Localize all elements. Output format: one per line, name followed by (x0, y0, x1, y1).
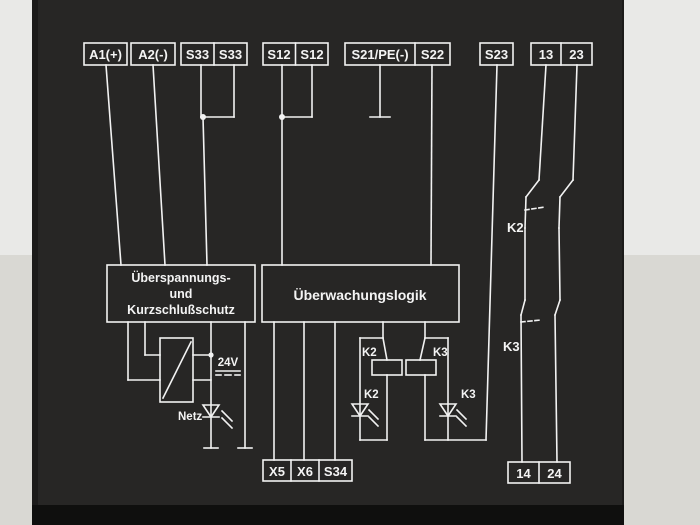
terminal-label-s12-b: S12 (300, 47, 323, 62)
terminal-label-s12-a: S12 (267, 47, 290, 62)
terminal-label-x6: X6 (297, 464, 313, 479)
top-terminal-strip: A1(+) A2(-) S33 S33 S12 S12 S21/PE(-) S2… (83, 42, 593, 66)
background-table-right (622, 255, 700, 525)
protection-line-3: Kurzschlußschutz (127, 303, 235, 317)
protection-line-2: und (170, 287, 193, 301)
terminal-box (262, 459, 353, 482)
contact-k3-label: K3 (503, 339, 520, 354)
power-supply-symbol (159, 337, 194, 403)
bottom-terminal-strip-left: X5 X6 S34 (262, 459, 353, 482)
protection-line-1: Überspannungs- (131, 270, 230, 285)
terminal-box (344, 42, 451, 66)
k2-led-symbol: K2 (350, 389, 380, 428)
front-panel (38, 0, 622, 508)
netz-led-symbol: Netz (178, 404, 234, 430)
terminal-label-s33-a: S33 (186, 47, 209, 62)
netz-label: Netz (178, 411, 203, 423)
junction-dot (279, 114, 285, 120)
relay-k2-label: K2 (362, 347, 377, 359)
terminal-label-s34: S34 (324, 464, 348, 479)
k3-led-symbol: K3 (438, 389, 476, 428)
logic-block-label: Überwachungslogik (293, 287, 426, 303)
power-supply-wiring: 24V (127, 321, 253, 449)
terminal-label-24: 24 (547, 466, 562, 481)
led-diode-icon (201, 404, 221, 419)
monitoring-logic-block: Überwachungslogik (261, 264, 460, 323)
terminal-label-a1: A1(+) (89, 47, 122, 62)
protection-block-frame (106, 264, 256, 323)
bottom-terminal-strip-right: 14 24 (507, 461, 571, 484)
led-k3-label: K3 (461, 389, 476, 401)
terminal-label-x5: X5 (269, 464, 285, 479)
led-k2-label: K2 (364, 389, 379, 401)
logic-block-frame (261, 264, 460, 323)
terminal-label-a2: A2(-) (138, 47, 168, 62)
terminal-label-13: 13 (539, 47, 553, 62)
terminal-label-s22: S22 (421, 47, 444, 62)
led-diode-icon (350, 403, 370, 418)
terminal-label-s33-b: S33 (219, 47, 242, 62)
voltage-label: 24V (218, 357, 239, 369)
relay-k3-label: K3 (433, 347, 448, 359)
terminal-label-14: 14 (516, 466, 531, 481)
terminal-label-s23: S23 (485, 47, 508, 62)
junction-dot (200, 114, 206, 120)
relay-k3-coil (405, 359, 437, 376)
led-diode-icon (438, 403, 458, 418)
housing-bottom (32, 505, 624, 525)
wiring (105, 64, 578, 463)
terminal-label-s21-pe: S21/PE(-) (351, 47, 408, 62)
contact-k2-label: K2 (507, 220, 524, 235)
logic-output-wiring (273, 321, 487, 461)
protection-block: Überspannungs- und Kurzschlußschutz (106, 264, 256, 323)
terminal-label-23: 23 (569, 47, 583, 62)
junction-dot (208, 352, 214, 358)
